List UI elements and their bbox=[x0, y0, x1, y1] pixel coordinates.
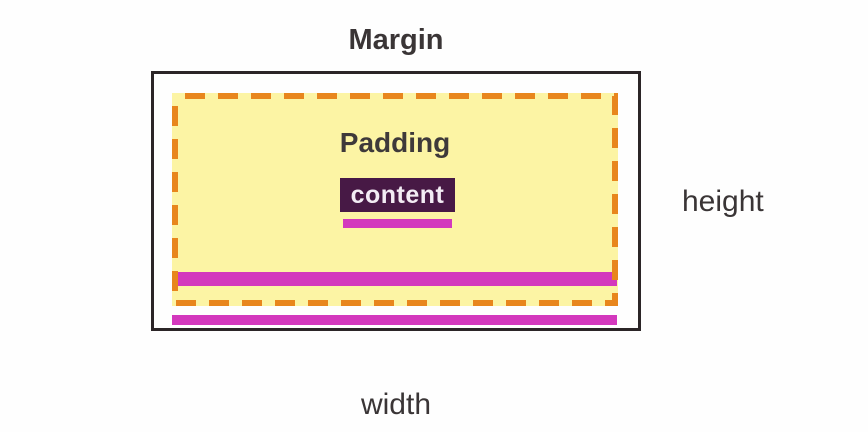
margin-box-border bbox=[151, 71, 641, 331]
content-box: content bbox=[340, 178, 455, 212]
padding-label: Padding bbox=[339, 127, 451, 158]
padding-bottom-bar bbox=[174, 272, 617, 286]
margin-bottom-bar bbox=[172, 315, 617, 325]
content-underline-bar bbox=[343, 219, 452, 228]
height-label: height bbox=[682, 185, 764, 218]
width-label: width bbox=[360, 388, 432, 421]
content-label: content bbox=[350, 180, 445, 209]
margin-label: Margin bbox=[348, 24, 444, 56]
padding-dashed-border bbox=[172, 93, 618, 306]
